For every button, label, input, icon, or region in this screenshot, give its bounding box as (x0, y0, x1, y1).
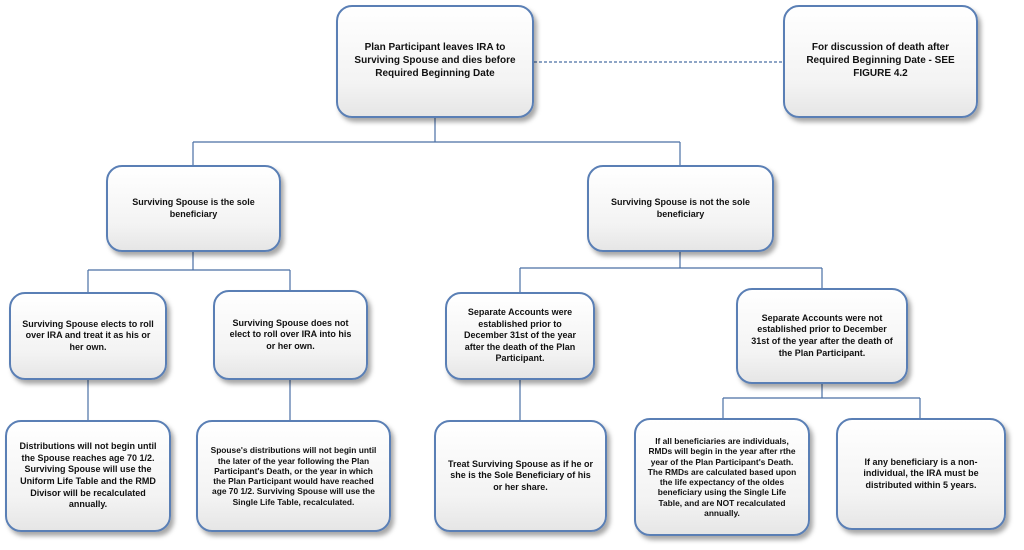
node-all-individuals: If all beneficiaries are individuals, RM… (634, 418, 810, 536)
node-elects-rollover-text: Surviving Spouse elects to roll over IRA… (22, 318, 154, 352)
node-no-rollover: Surviving Spouse does not elect to roll … (213, 290, 368, 380)
node-separate-accounts-not-established-text: Separate Accounts were not established p… (751, 312, 893, 358)
node-note-text: For discussion of death after Required B… (806, 42, 955, 79)
node-not-sole-beneficiary: Surviving Spouse is not the sole benefic… (587, 165, 774, 252)
node-sole-beneficiary-text: Surviving Spouse is the sole beneficiary (132, 196, 255, 219)
node-all-individuals-text: If all beneficiaries are individuals, RM… (647, 436, 797, 518)
node-note: For discussion of death after Required B… (783, 5, 978, 118)
node-spouse-single-life-text: Spouse's distributions will not begin un… (210, 445, 377, 507)
node-non-individual-text: If any beneficiary is a non-individual, … (863, 456, 979, 490)
node-treat-sole-beneficiary: Treat Surviving Spouse as if he or she i… (434, 420, 607, 532)
node-elects-rollover: Surviving Spouse elects to roll over IRA… (9, 292, 167, 380)
node-spouse-single-life: Spouse's distributions will not begin un… (196, 420, 391, 532)
node-distributions-age-70: Distributions will not begin until the S… (5, 420, 171, 532)
node-distributions-age-70-text: Distributions will not begin until the S… (19, 441, 157, 510)
node-separate-accounts-not-established: Separate Accounts were not established p… (736, 288, 908, 384)
node-sole-beneficiary: Surviving Spouse is the sole beneficiary (106, 165, 281, 252)
node-non-individual: If any beneficiary is a non-individual, … (836, 418, 1006, 530)
node-root-text: Plan Participant leaves IRA to Surviving… (354, 42, 516, 79)
node-separate-accounts-established: Separate Accounts were established prior… (445, 292, 595, 380)
node-treat-sole-beneficiary-text: Treat Surviving Spouse as if he or she i… (447, 458, 594, 492)
node-root: Plan Participant leaves IRA to Surviving… (336, 5, 534, 118)
node-not-sole-beneficiary-text: Surviving Spouse is not the sole benefic… (610, 196, 751, 219)
node-no-rollover-text: Surviving Spouse does not elect to roll … (229, 317, 352, 351)
node-separate-accounts-established-text: Separate Accounts were established prior… (463, 307, 577, 364)
